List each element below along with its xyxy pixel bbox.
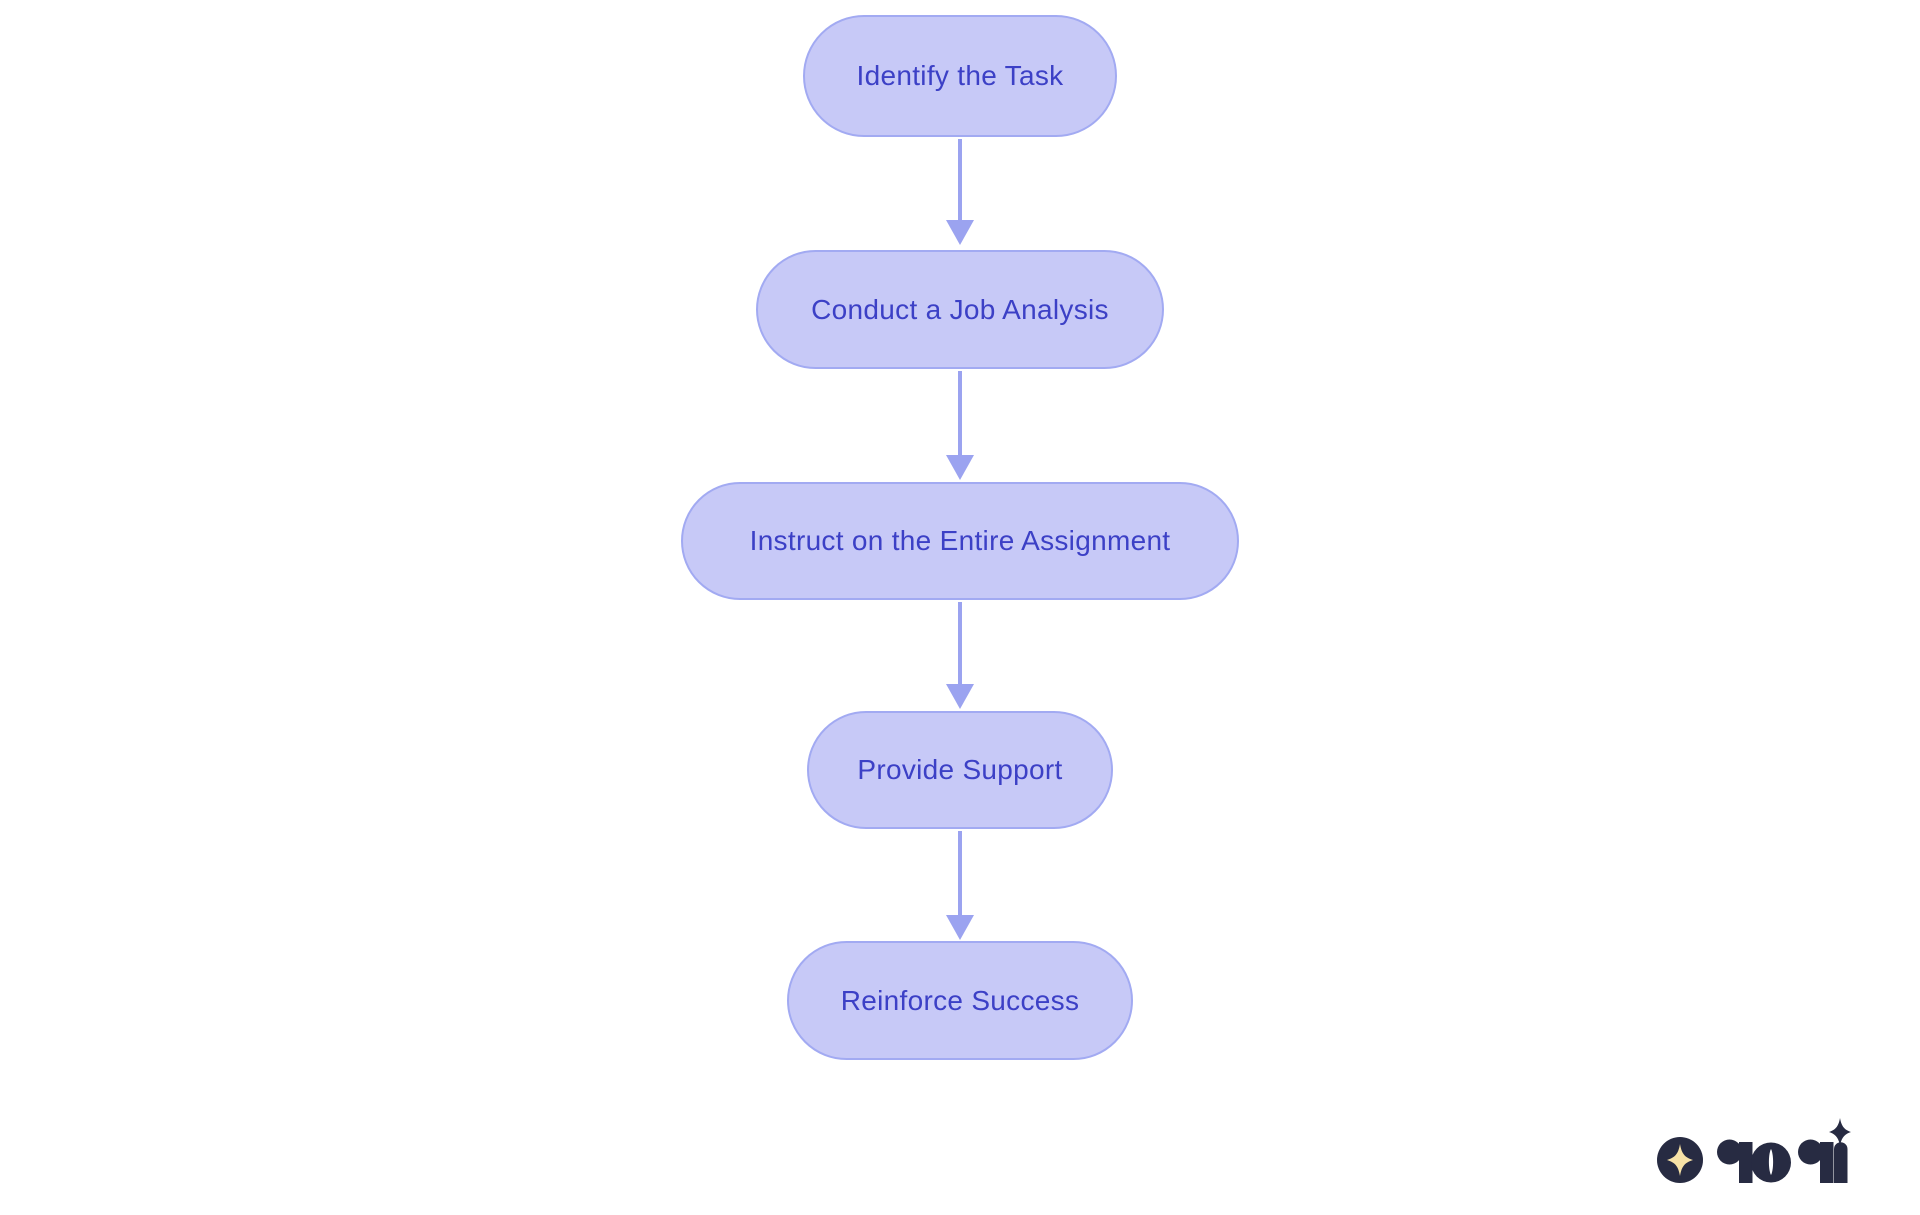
flow-arrow-2 (946, 371, 974, 480)
arrow-shaft (958, 831, 962, 915)
flowchart-node-instruct-on-the-entire-assignment: Instruct on the Entire Assignment (681, 482, 1239, 600)
arrowhead-down-icon (946, 915, 974, 940)
arrowhead-down-icon (946, 684, 974, 709)
arrow-shaft (958, 602, 962, 684)
flow-arrow-3 (946, 602, 974, 709)
arrow-shaft (958, 139, 962, 220)
logo-letter-o (1751, 1142, 1791, 1183)
flowchart-node-reinforce-success: Reinforce Success (787, 941, 1133, 1060)
flowchart-node-conduct-a-job-analysis: Conduct a Job Analysis (756, 250, 1164, 369)
rori-logo (1650, 1112, 1860, 1192)
logo-letter-i (1829, 1118, 1851, 1183)
flowchart-node-identify-the-task: Identify the Task (803, 15, 1117, 137)
flowchart-node-provide-support: Provide Support (807, 711, 1113, 829)
rori-logo-graphic (1657, 1118, 1851, 1183)
sparkle-icon (1829, 1118, 1851, 1146)
sparkle-in-circle-icon (1657, 1137, 1703, 1183)
arrow-shaft (958, 371, 962, 455)
flow-arrow-1 (946, 139, 974, 245)
flow-arrow-4 (946, 831, 974, 940)
arrowhead-down-icon (946, 455, 974, 480)
arrowhead-down-icon (946, 220, 974, 245)
logo-letter-r2 (1798, 1139, 1834, 1183)
logo-letter-r (1717, 1139, 1753, 1183)
